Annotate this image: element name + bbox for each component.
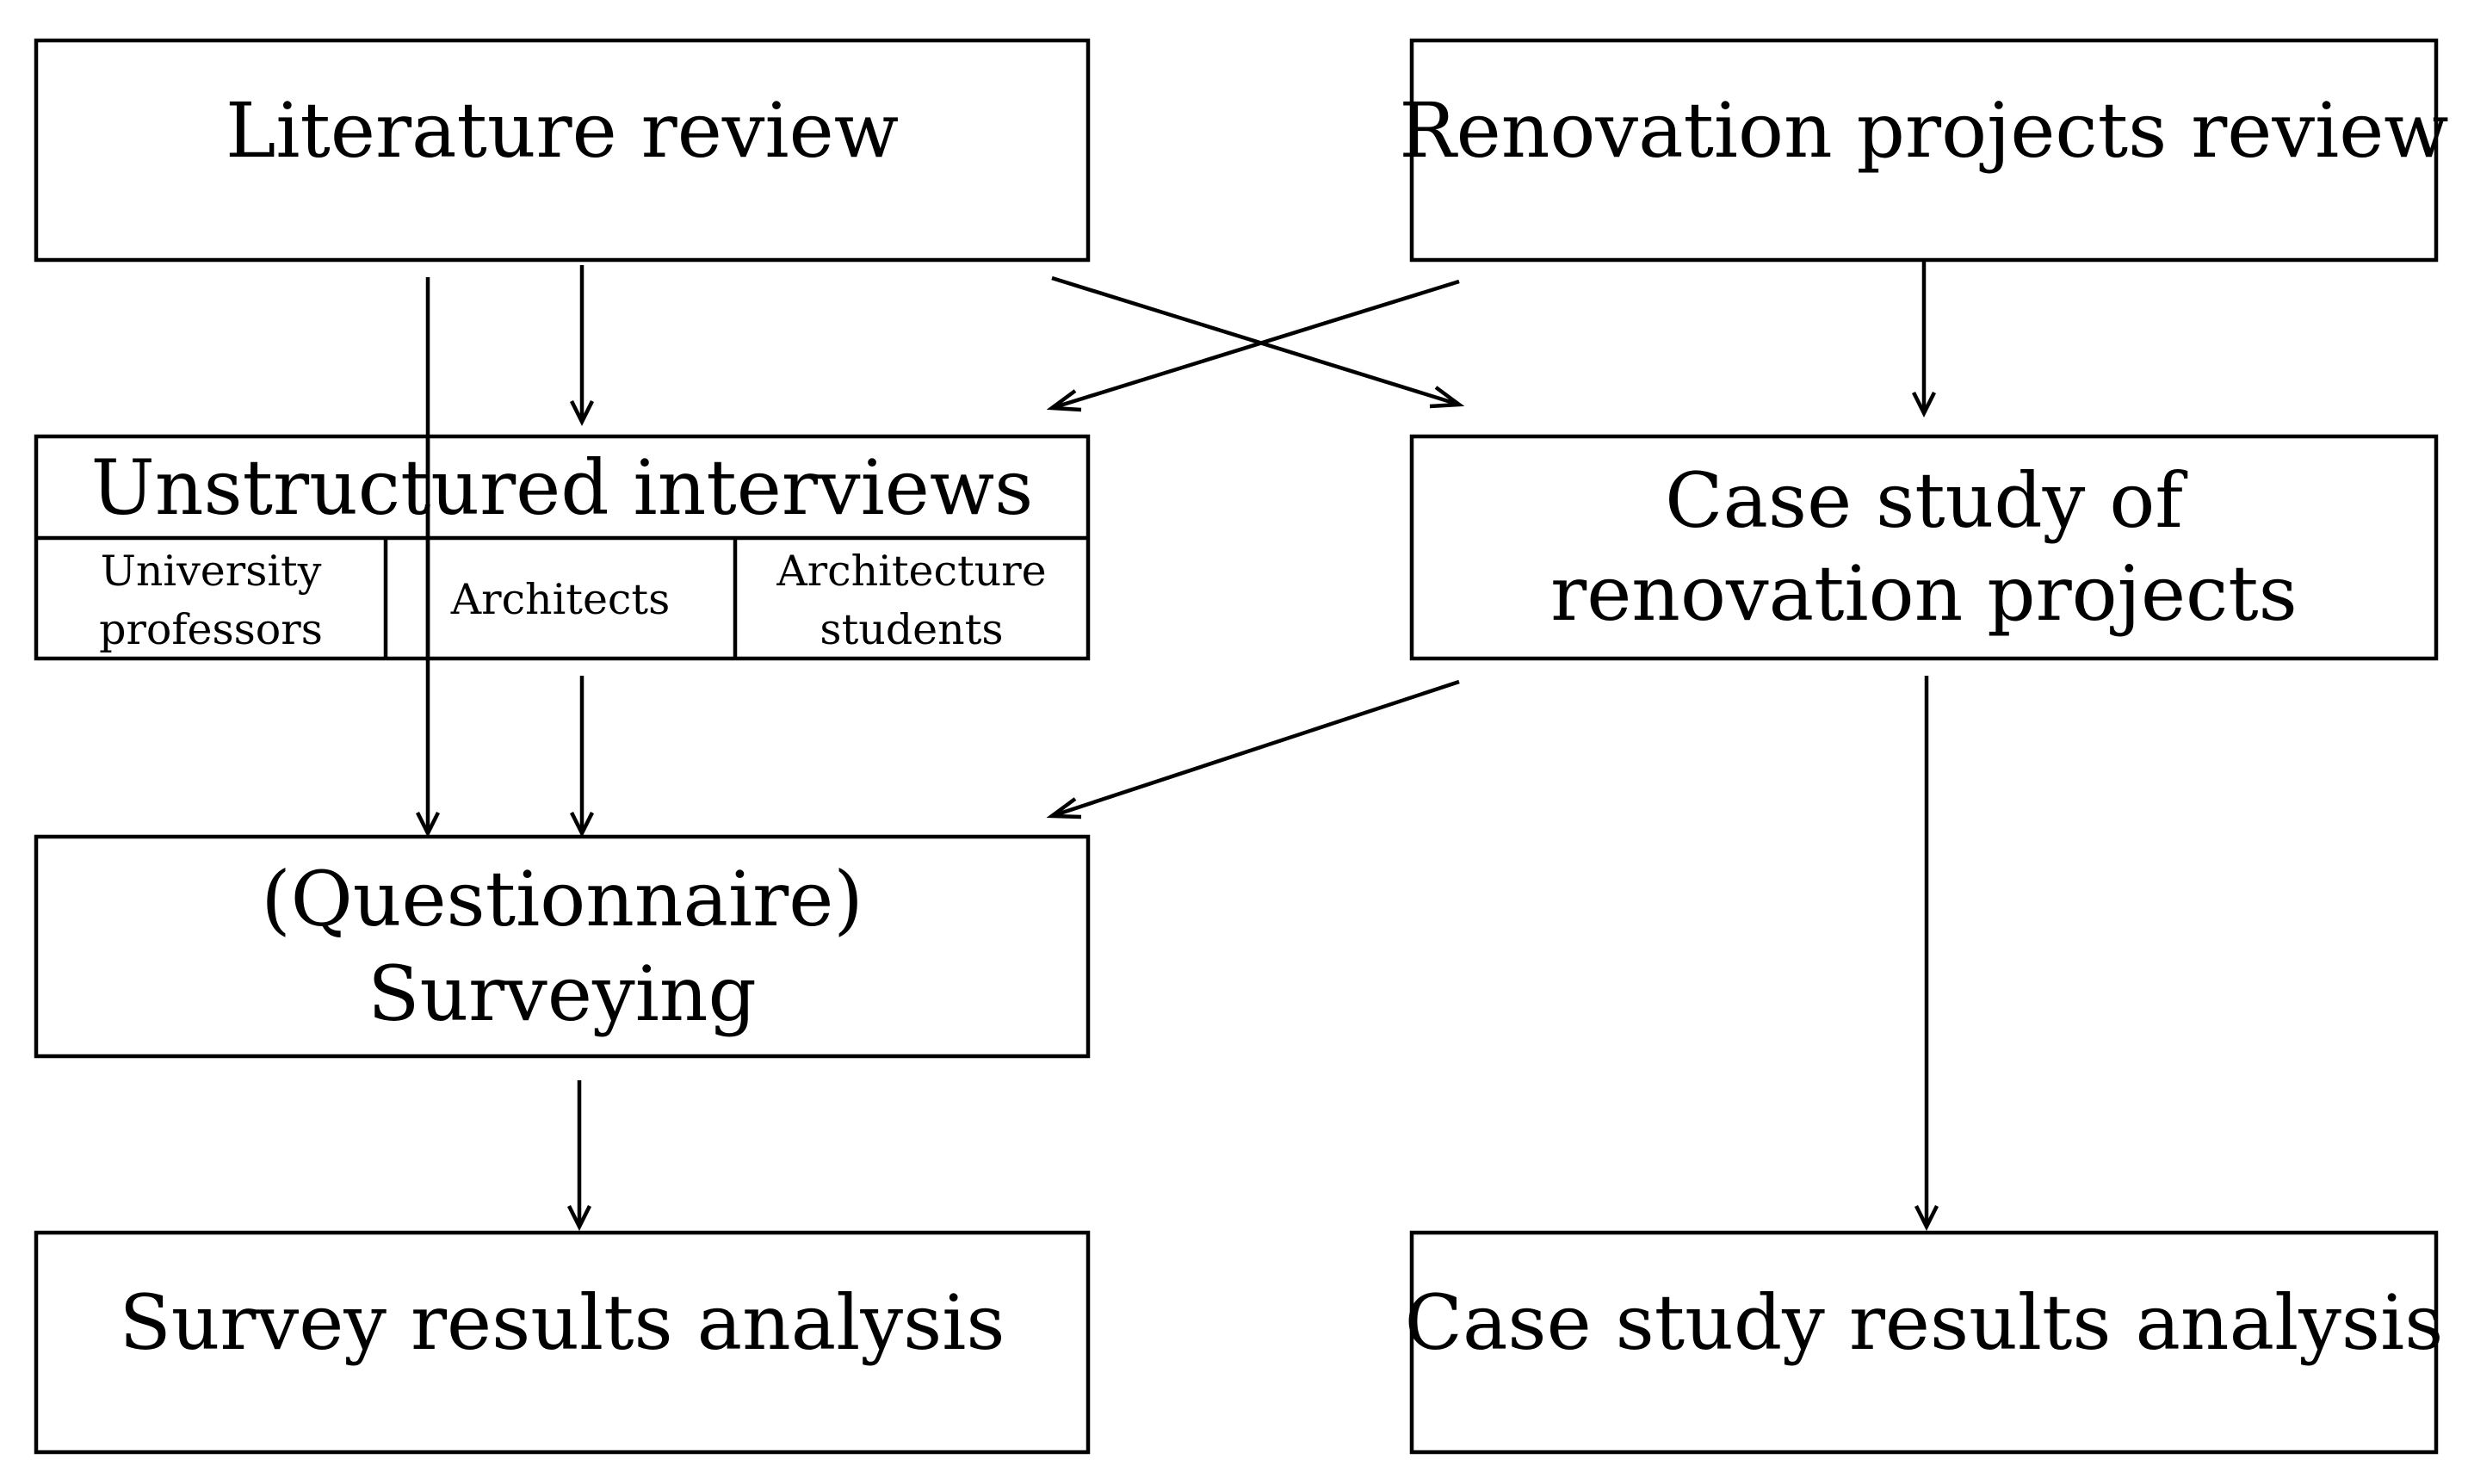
node-label-line2: renovation projects: [1550, 549, 2298, 638]
group-label-line1: Architecture: [776, 547, 1046, 596]
group-university-professors: University professors: [99, 547, 323, 654]
node-survey: (Questionnaire) Surveying: [34, 834, 1091, 1059]
node-literature-review: Literature review: [34, 38, 1091, 263]
group-architecture-students: Architecture students: [776, 547, 1046, 654]
edge-case-study-to-case-analysis: [1914, 676, 1939, 1232]
edges: [415, 257, 1939, 1232]
node-case-study-results-analysis: Case study results analysis: [1405, 1230, 2444, 1455]
node-box: [34, 38, 1091, 263]
node-box: [34, 1230, 1091, 1455]
node-box: [34, 834, 1091, 1059]
group-label-line2: professors: [99, 605, 323, 654]
edge-renovation-to-interviews: [1046, 279, 1460, 412]
node-renovation-projects-review: Renovation projects review: [1399, 38, 2449, 263]
group-label-line1: Architects: [450, 575, 670, 624]
edge-case-study-to-survey: [1046, 679, 1460, 819]
node-label: Case study results analysis: [1405, 1278, 2444, 1367]
node-label-line1: (Questionnaire): [261, 855, 863, 943]
edge-literature-to-case-study: [1051, 275, 1465, 409]
node-label-line1: Case study of: [1665, 456, 2187, 545]
node-box: [1409, 1230, 2439, 1455]
edge-literature-to-interviews: [569, 265, 595, 427]
node-label: Renovation projects review: [1399, 86, 2448, 175]
node-label: Literature review: [226, 86, 899, 175]
group-label-line2: students: [820, 605, 1003, 654]
group-architects: Architects: [450, 575, 670, 624]
node-box: [34, 434, 1091, 661]
node-unstructured-interviews: Unstructured interviews University profe…: [34, 434, 1091, 661]
node-label: Survey results analysis: [119, 1278, 1005, 1367]
edge-survey-to-survey-analysis: [566, 1080, 592, 1232]
node-box: [1409, 38, 2439, 263]
edge-interviews-to-survey: [569, 676, 595, 838]
node-case-study: Case study of renovation projects: [1409, 434, 2439, 661]
edge-renovation-to-case-study: [1911, 257, 1937, 418]
node-box: [1409, 434, 2439, 661]
group-label-line1: University: [101, 547, 322, 596]
node-label-line2: Surveying: [368, 949, 757, 1038]
node-survey-results-analysis: Survey results analysis: [34, 1230, 1091, 1455]
node-label: Unstructured interviews: [91, 443, 1034, 532]
